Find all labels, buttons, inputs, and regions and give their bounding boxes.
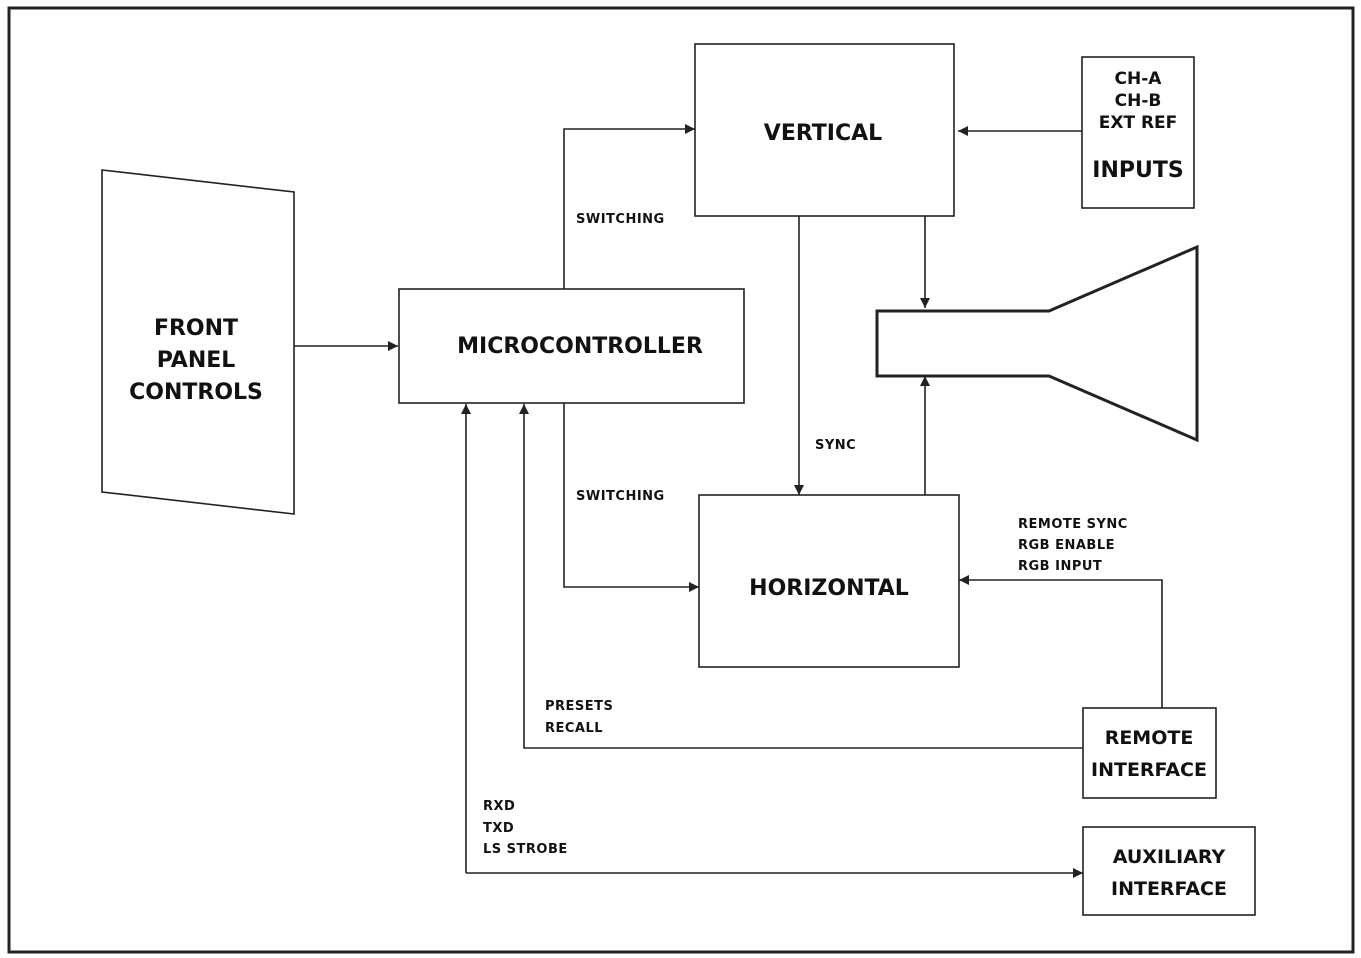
micro-to-vertical-switching-arrow: [563, 124, 695, 289]
remote-to-micro-presets-arrow: [519, 404, 1083, 749]
remote-interface-label-line-2: INTERFACE: [1091, 759, 1207, 781]
remote-signal-remote-sync: REMOTE SYNC: [1018, 517, 1128, 532]
aux-signal-rxd: RXD: [483, 799, 515, 814]
microcontroller-block: [398, 288, 745, 404]
micro-to-horizontal-switching-arrow: [563, 403, 699, 592]
aux-signal-txd: TXD: [483, 821, 514, 836]
input-signal-ch-b: CH-B: [1115, 91, 1162, 111]
sync-label: SYNC: [815, 438, 856, 453]
diagram-frame: [7, 6, 1355, 954]
remote-interface-label-line-1: REMOTE: [1105, 727, 1194, 749]
switching-label-lower: SWITCHING: [576, 489, 665, 504]
crt-icon: [875, 244, 1199, 443]
auxiliary-interface-block: [1082, 826, 1256, 916]
vertical-label: VERTICAL: [764, 121, 882, 146]
remote-signal-rgb-enable: RGB ENABLE: [1018, 538, 1115, 553]
recall-label: RECALL: [545, 721, 603, 736]
input-signal-ch-a: CH-A: [1115, 69, 1163, 89]
vertical-block: [694, 43, 955, 217]
input-signal-ext-ref: EXT REF: [1099, 113, 1178, 133]
front-panel-controls-block: [101, 169, 295, 515]
front-panel-label-line-1: FRONT: [154, 316, 238, 341]
horizontal-block: [698, 494, 960, 668]
presets-label: PRESETS: [545, 699, 613, 714]
front-panel-label-line-3: CONTROLS: [129, 380, 263, 405]
remote-to-horizontal-arrow: [959, 575, 1163, 708]
microcontroller-label: MICROCONTROLLER: [457, 334, 703, 359]
remote-interface-block: [1082, 707, 1217, 799]
inputs-title: INPUTS: [1092, 158, 1183, 183]
remote-signal-rgb-input: RGB INPUT: [1018, 559, 1102, 574]
aux-signal-ls-strobe: LS STROBE: [483, 842, 568, 857]
auxiliary-interface-label-line-2: INTERFACE: [1111, 878, 1227, 900]
front-panel-label-line-2: PANEL: [157, 348, 236, 373]
switching-label-upper: SWITCHING: [576, 212, 665, 227]
auxiliary-interface-label-line-1: AUXILIARY: [1113, 846, 1226, 868]
inputs-block: [1081, 56, 1195, 209]
horizontal-label: HORIZONTAL: [749, 576, 909, 601]
